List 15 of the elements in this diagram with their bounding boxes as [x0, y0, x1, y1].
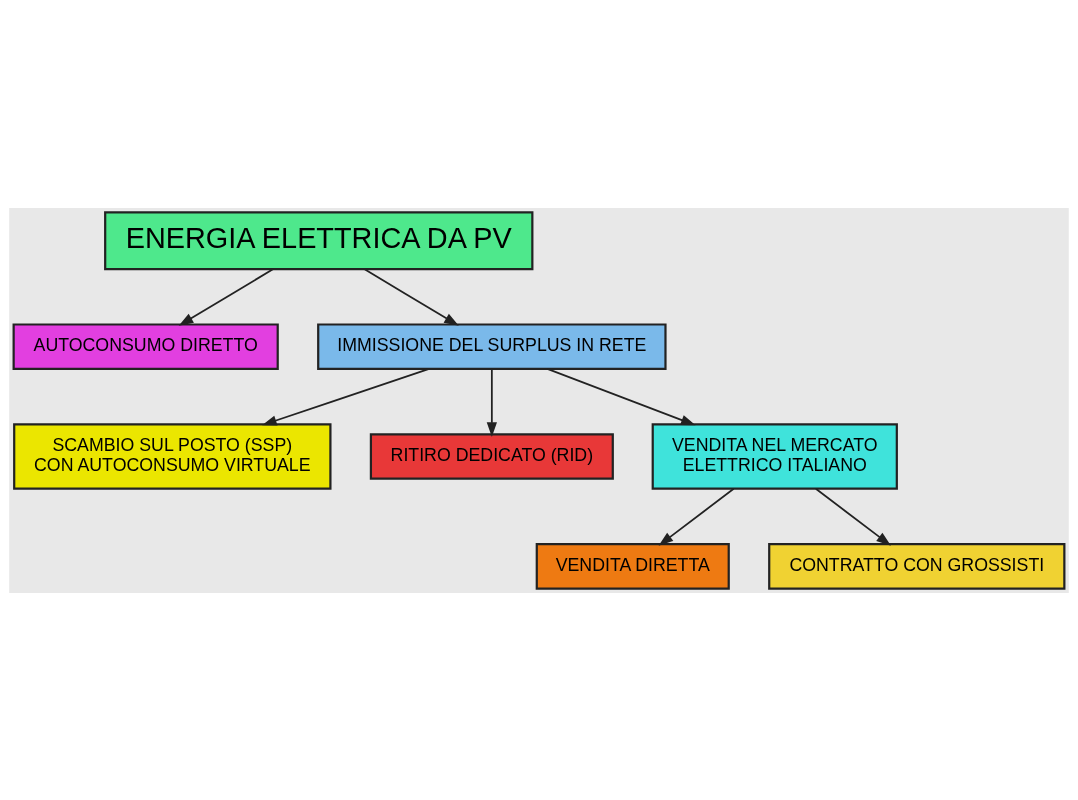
arrow [814, 487, 891, 546]
arrow [363, 267, 459, 326]
node-box: CONTRATTO CON GROSSISTI [768, 542, 1066, 590]
node-box: IMMISSIONE DEL SURPLUS IN RETE [317, 322, 667, 370]
node-box: SCAMBIO SUL POSTO (SSP) CON AUTOCONSUMO VIRTUALE [13, 422, 332, 490]
arrow [486, 367, 497, 437]
arrow [178, 267, 275, 326]
node-box: ENERGIA ELETTRICA DA PV [104, 210, 534, 270]
node-box: VENDITA NEL MERCATO ELETTRICO ITALIANO [651, 422, 898, 490]
node-box: AUTOCONSUMO DIRETTO [12, 322, 279, 370]
node-box: RITIRO DEDICATO (RID) [369, 432, 614, 480]
node-box: VENDITA DIRETTA [535, 542, 730, 590]
arrow [546, 367, 696, 425]
arrow [262, 367, 430, 425]
arrow [658, 487, 735, 546]
